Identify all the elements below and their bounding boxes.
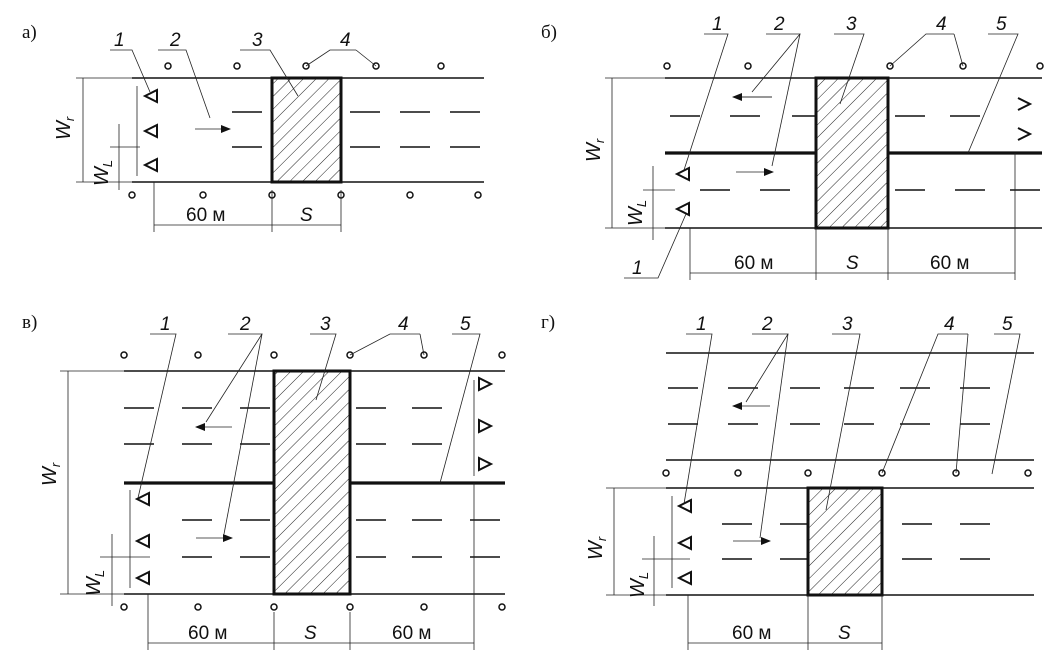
svg-text:3: 3 [252,30,263,51]
callouts: 1 2 3 4 5 [137,314,481,535]
svg-text:Wr: Wr [39,462,63,486]
svg-text:WL: WL [83,570,107,596]
svg-text:Wr: Wr [53,116,77,140]
panel-label-v: в) [22,312,37,333]
work-zone [814,76,890,230]
gap-label: S [300,205,313,226]
svg-text:1: 1 [632,258,643,279]
distance-label: 60 м [186,205,225,226]
panel-g: г) 1 2 3 [541,312,1034,650]
svg-text:S: S [846,253,859,274]
traffic-cones [674,97,1033,217]
svg-text:60 м: 60 м [732,623,771,644]
svg-text:S: S [838,623,851,644]
panel-a: а) 1 2 [22,22,484,232]
svg-text:60 м: 60 м [188,623,227,644]
svg-text:60 м: 60 м [930,253,969,274]
work-zone [272,369,352,596]
lighting-poles [662,469,1032,477]
svg-text:4: 4 [944,314,955,335]
svg-text:2: 2 [761,314,773,335]
lighting-poles [120,351,506,611]
svg-text:4: 4 [340,30,351,51]
svg-text:5: 5 [1002,314,1013,335]
svg-text:5: 5 [460,314,471,335]
svg-text:1: 1 [696,314,707,335]
svg-text:Wr: Wr [583,138,607,162]
panel-label-b: б) [541,22,557,43]
svg-text:1: 1 [712,14,723,35]
svg-text:4: 4 [936,14,947,35]
traffic-cones [142,88,158,173]
callouts: 1 2 3 4 5 1 [624,14,1019,279]
traffic-cones [676,498,692,586]
svg-text:1: 1 [160,314,171,335]
svg-text:WL: WL [625,200,649,226]
svg-text:60 м: 60 м [734,253,773,274]
svg-text:WL: WL [627,572,651,598]
svg-text:S: S [304,623,317,644]
svg-text:3: 3 [842,314,853,335]
svg-text:2: 2 [169,30,181,51]
svg-text:WL: WL [91,160,115,186]
svg-text:4: 4 [398,314,409,335]
svg-text:2: 2 [239,314,251,335]
callouts: 1 2 3 4 5 [683,314,1021,539]
panel-label-a: а) [22,22,37,43]
dimensions: Wr WL 60 м S [53,77,342,232]
svg-text:1: 1 [114,30,125,51]
callouts: 1 2 3 4 [110,30,377,119]
panel-label-g: г) [541,312,555,333]
svg-text:3: 3 [846,14,857,35]
panel-v: в) 1 [22,312,506,650]
svg-text:Wr: Wr [585,536,609,560]
panel-b: б) 1 2 3 4 [541,14,1044,280]
svg-text:60 м: 60 м [392,623,431,644]
traffic-cones [134,376,494,586]
work-zone [270,76,343,184]
lane-markings [232,111,480,148]
svg-text:5: 5 [996,14,1007,35]
dimensions: Wr WL 60 м S 60 м [583,77,1016,280]
svg-text:3: 3 [320,314,331,335]
dimensions: Wr WL 60 м S [585,487,883,650]
svg-text:2: 2 [773,14,785,35]
work-zone [806,486,884,597]
dimensions: Wr WL 60 м S 60 м [39,370,475,650]
